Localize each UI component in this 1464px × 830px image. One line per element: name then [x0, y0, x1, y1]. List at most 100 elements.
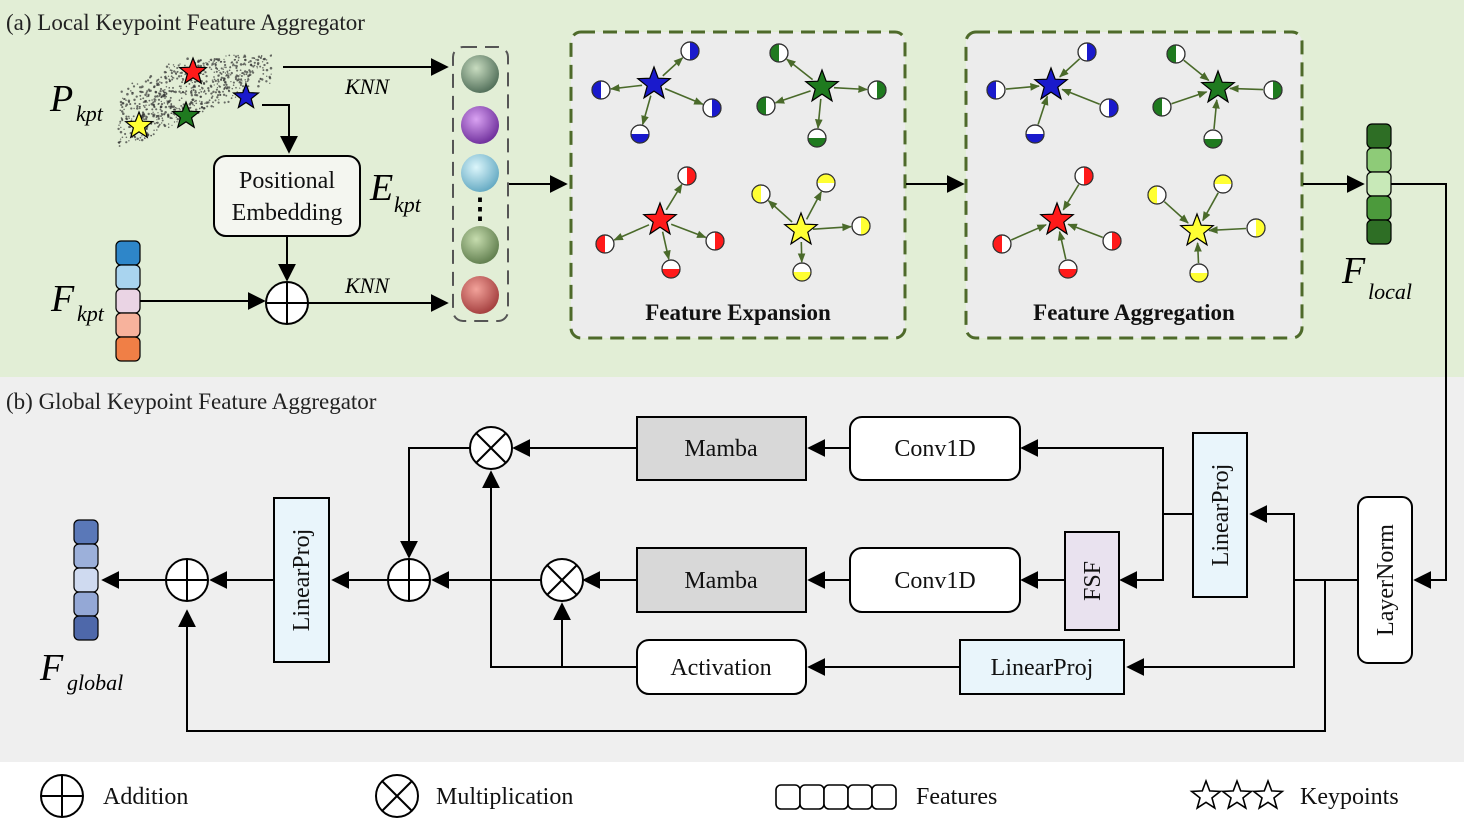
addition-node-c	[165, 558, 209, 602]
multiplication-node-top	[469, 426, 513, 470]
linearproj-to-fsf	[1119, 514, 1164, 589]
residual-skip-line	[178, 580, 1326, 732]
aggregation-blue-edge-1	[1005, 83, 1040, 91]
aggregation-green-neighbor-1	[1152, 97, 1172, 117]
expansion-blue-edge-1	[609, 84, 643, 92]
expansion-yellow-edge-3	[812, 223, 852, 232]
feature-expansion-box: Feature Expansion	[569, 30, 907, 340]
aggregation-green-neighbor-4	[1203, 129, 1223, 149]
expansion-green-neighbor-1	[756, 96, 776, 116]
aggregation-green-star	[1200, 69, 1236, 104]
p-kpt-label: P kpt	[49, 78, 104, 126]
legend-addition-label: Addition	[103, 784, 188, 810]
svg-text:Mamba: Mamba	[684, 568, 758, 594]
expansion-blue-neighbor-3	[702, 98, 722, 118]
cloud-to-posembed-arrow	[262, 104, 298, 154]
svg-text:Embedding: Embedding	[232, 200, 343, 226]
addition-node-a	[265, 281, 309, 325]
svg-text:global: global	[67, 670, 123, 695]
legend-keypoints-label: Keypoints	[1300, 784, 1399, 810]
aggregation-yellow-neighbor-2	[1213, 174, 1233, 194]
legend-multiplication-label: Multiplication	[436, 784, 573, 810]
expansion-red-edge-2	[665, 183, 683, 211]
svg-text:local: local	[1368, 279, 1412, 304]
expansion-yellow-neighbor-2	[816, 173, 836, 193]
svg-text:LinearProj: LinearProj	[991, 655, 1094, 681]
aggregation-yellow-edge-1	[1163, 201, 1189, 224]
aggregation-red-edge-2	[1062, 184, 1080, 211]
f-local-feature-stack	[1366, 123, 1392, 245]
aggregation-blue-neighbor-1	[986, 80, 1006, 100]
svg-text:Positional: Positional	[239, 168, 335, 194]
group-ball-3	[461, 154, 499, 192]
aggregation-red-star	[1039, 201, 1075, 236]
aggregation-yellow-edge-4	[1194, 242, 1202, 264]
aggregation-yellow-edge-3	[1208, 226, 1247, 234]
trunk-to-linearproj-right	[1249, 505, 1295, 580]
svg-text:Mamba: Mamba	[684, 436, 758, 462]
expansion-red-neighbor-1	[595, 234, 615, 254]
aggregation-yellow-neighbor-4	[1189, 263, 1209, 283]
feature-aggregation-box: Feature Aggregation	[964, 30, 1304, 340]
aggregation-yellow-edge-2	[1202, 192, 1219, 222]
legend-addition-icon	[40, 774, 84, 818]
conv1d-bottom-box: Conv1D	[849, 547, 1021, 613]
expansion-green-edge-2	[786, 58, 814, 81]
svg-text:Feature Expansion: Feature Expansion	[645, 300, 831, 325]
fsf-box: FSF	[1064, 531, 1120, 631]
f-global-label: F global	[39, 647, 123, 695]
expansion-green-edge-3	[833, 85, 868, 93]
aggregation-blue-neighbor-3	[1099, 98, 1119, 118]
linearproj-right-box: LinearProj	[1192, 432, 1248, 598]
legend-features-label: Features	[916, 784, 997, 810]
expansion-blue-neighbor-2	[680, 41, 700, 61]
svg-text:FSF: FSF	[1080, 561, 1106, 601]
layernorm-box: LayerNorm	[1357, 496, 1413, 664]
positional-embedding-box: Positional Embedding	[213, 155, 361, 237]
expansion-yellow-neighbor-4	[792, 262, 812, 282]
blue-keypoint-star	[231, 82, 261, 109]
group-ball-4	[461, 226, 499, 264]
aggregation-green-edge-2	[1183, 59, 1210, 82]
mamba-bottom-box: Mamba	[636, 547, 807, 613]
conv1d-top-box: Conv1D	[849, 416, 1021, 481]
expansion-yellow-star	[783, 211, 819, 246]
aggregation-red-neighbor-3	[1102, 231, 1122, 251]
expansion-red-neighbor-2	[677, 166, 697, 186]
linearproj-to-conv1d-top	[1020, 439, 1193, 515]
aggregation-green-edge-3	[1229, 84, 1264, 93]
svg-text:LinearProj: LinearProj	[289, 529, 315, 632]
neighborhood-groups-column: ⋮	[452, 46, 509, 322]
aggregation-red-neighbor-1	[992, 234, 1012, 254]
green-keypoint-star	[171, 100, 201, 129]
expansion-green-neighbor-2	[769, 43, 789, 63]
expansion-clusters	[591, 41, 887, 282]
mamba-top-box: Mamba	[636, 416, 807, 481]
activation-gate-line	[482, 470, 637, 668]
expansion-red-edge-3	[670, 223, 707, 239]
f-local-label: F local	[1341, 250, 1412, 304]
expansion-green-edge-4	[815, 98, 823, 129]
expansion-green-star	[804, 68, 840, 103]
expansion-green-neighbor-3	[867, 80, 887, 100]
knn-top-label: KNN	[344, 74, 390, 99]
legend: Addition Multiplication Features Keypoin…	[40, 774, 1399, 818]
expansion-red-neighbor-3	[705, 231, 725, 251]
svg-text:P: P	[49, 78, 73, 120]
aggregation-green-neighbor-3	[1263, 80, 1283, 100]
section-b-title: (b) Global Keypoint Feature Aggregator	[6, 389, 377, 414]
svg-text:kpt: kpt	[77, 301, 105, 326]
svg-text:kpt: kpt	[76, 101, 104, 126]
expansion-blue-edge-2	[662, 57, 684, 77]
expansion-yellow-edge-2	[805, 190, 823, 220]
svg-text:LinearProj: LinearProj	[1208, 464, 1234, 567]
svg-text:Activation: Activation	[670, 655, 771, 681]
group-ball-1	[461, 55, 499, 93]
expansion-green-edge-1	[774, 90, 811, 104]
yellow-keypoint-star	[124, 110, 154, 139]
legend-multiplication-icon	[375, 774, 419, 818]
expansion-red-star	[642, 201, 678, 236]
svg-text:F: F	[50, 278, 75, 320]
mult-top-to-adder	[400, 447, 470, 559]
flocal-to-layernorm-arrow	[1391, 183, 1447, 589]
